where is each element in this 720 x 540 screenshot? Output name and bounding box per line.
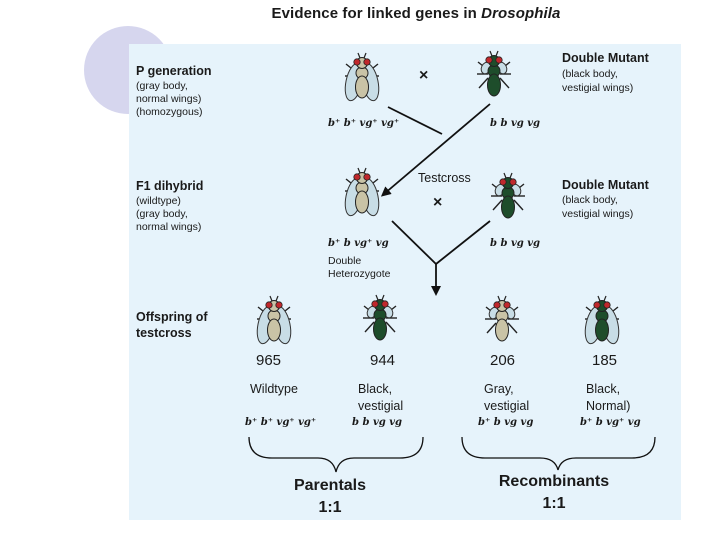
p-to-f1-arrow <box>384 104 490 194</box>
testcross-line-left <box>392 221 436 264</box>
testcross-line-right <box>436 221 490 264</box>
offspring-black-vestigial-fly-icon <box>363 295 397 340</box>
parentals-brace <box>249 437 423 472</box>
recombinants-brace <box>462 437 655 470</box>
p-cross-line-left <box>388 107 442 134</box>
flies-layer <box>254 51 622 345</box>
offspring-wildtype-fly-icon <box>254 296 294 345</box>
f1-wildtype-fly-icon <box>342 168 382 217</box>
offspring-gray-vestigial-fly-icon <box>485 296 519 341</box>
p-mutant-fly-icon <box>477 51 511 96</box>
p-wildtype-fly-icon <box>342 53 382 102</box>
offspring-black-normal-fly-icon <box>582 296 622 345</box>
f1-mutant-fly-icon <box>491 173 525 218</box>
